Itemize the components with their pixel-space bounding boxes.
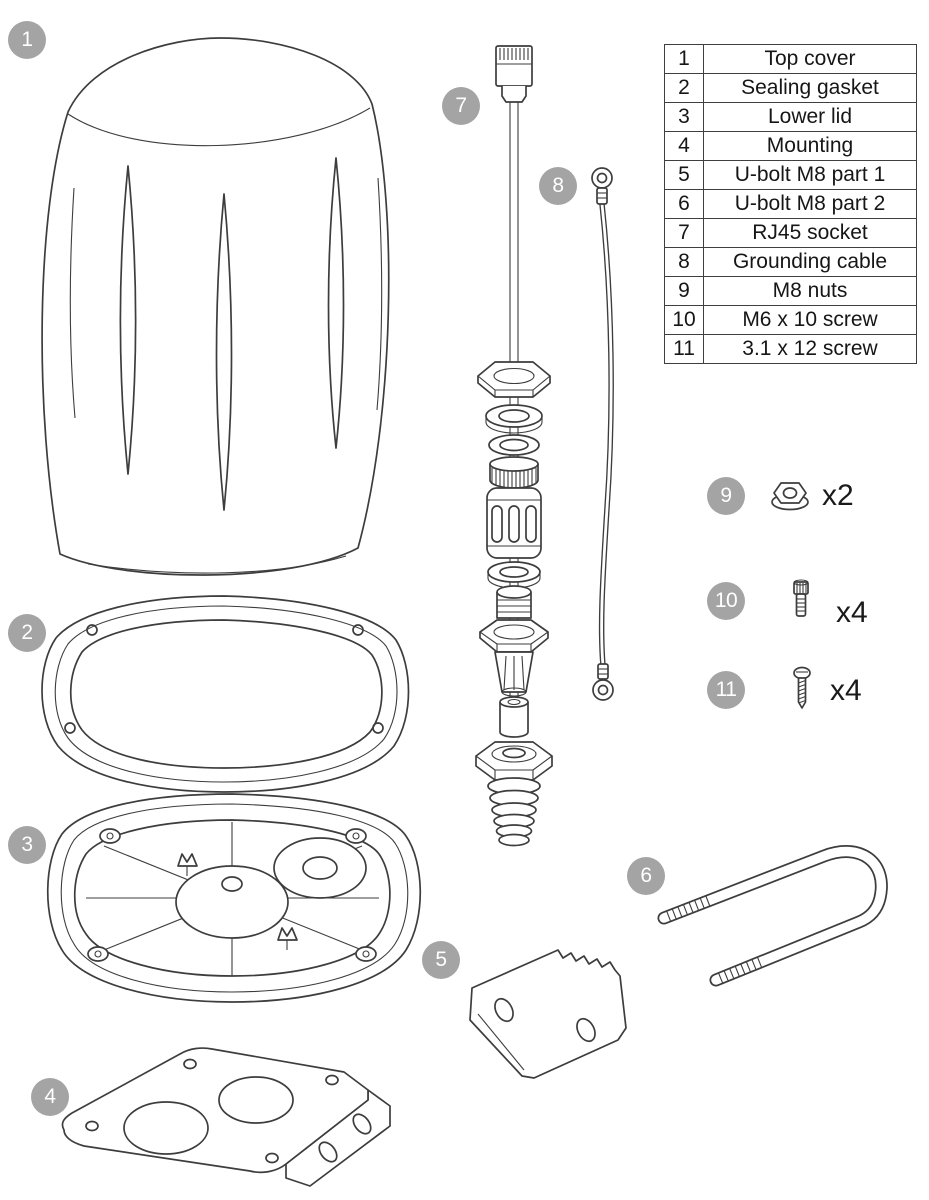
gland-body — [486, 487, 542, 559]
part-name: Sealing gasket — [703, 73, 917, 103]
part-number: 5 — [664, 160, 704, 190]
part-name: Mounting — [703, 131, 917, 161]
part-number: 2 — [664, 73, 704, 103]
pan-head-screw-icon — [793, 666, 811, 709]
washer — [485, 404, 543, 434]
callout-rj45-socket: 7 — [442, 87, 480, 125]
part-name: U-bolt M8 part 1 — [703, 160, 917, 190]
o-ring — [488, 434, 540, 456]
hose-gland — [475, 741, 553, 847]
part-number: 11 — [664, 334, 704, 364]
m8-nuts-quantity: x2 — [822, 479, 854, 512]
part-name: RJ45 socket — [703, 218, 917, 248]
hex-collar — [479, 619, 549, 653]
part-number: 10 — [664, 305, 704, 335]
sealing-gasket-drawing — [41, 595, 410, 793]
thread-hatching — [718, 957, 763, 984]
knurled-collar — [489, 456, 539, 489]
part-number: 6 — [664, 189, 704, 219]
m6-screw-quantity: x4 — [836, 596, 868, 629]
part-name: Top cover — [703, 44, 917, 74]
callout-small-screw: 11 — [707, 671, 745, 709]
part-name: 3.1 x 12 screw — [703, 334, 917, 364]
top-cover-drawing — [41, 37, 390, 576]
callout-sealing-gasket: 2 — [8, 614, 46, 652]
callout-grounding-cable: 8 — [539, 167, 577, 205]
part-name: Lower lid — [703, 102, 917, 132]
threaded-nipple — [496, 585, 532, 619]
grounding-cable-drawing — [591, 167, 614, 701]
u-bolt-drawing — [657, 845, 888, 987]
callout-m6-screw: 10 — [707, 582, 745, 620]
ring-terminal — [592, 679, 614, 701]
lower-lid-drawing — [46, 793, 422, 1003]
small-screw-quantity: x4 — [830, 674, 862, 707]
callout-u-bolt-part-1: 5 — [422, 941, 460, 979]
ring-terminal — [591, 167, 613, 189]
part-number: 1 — [664, 44, 704, 74]
socket-screw-icon — [793, 579, 809, 617]
callout-m8-nuts: 9 — [707, 477, 745, 515]
callout-lower-lid: 3 — [8, 826, 46, 864]
part-name: U-bolt M8 part 2 — [703, 189, 917, 219]
mounting-bracket-drawing — [61, 1047, 391, 1187]
part-number: 4 — [664, 131, 704, 161]
part-name: M6 x 10 screw — [703, 305, 917, 335]
clamp-bracket-drawing — [469, 949, 627, 1079]
part-name: Grounding cable — [703, 247, 917, 277]
part-number: 3 — [664, 102, 704, 132]
part-number: 9 — [664, 276, 704, 306]
rj45-plug — [495, 45, 533, 103]
rubber-grommet — [499, 696, 529, 738]
hex-flange-nut-icon — [771, 482, 809, 511]
washer — [487, 561, 541, 589]
part-number: 7 — [664, 218, 704, 248]
part-number: 8 — [664, 247, 704, 277]
thread-hatching — [666, 895, 711, 922]
callout-mounting: 4 — [31, 1078, 69, 1116]
rj45-cable-assembly-drawing — [475, 45, 553, 847]
lock-nut — [477, 361, 551, 398]
part-name: M8 nuts — [703, 276, 917, 306]
callout-top-cover: 1 — [8, 21, 46, 59]
callout-u-bolt-part-2: 6 — [627, 857, 665, 895]
clamping-fingers — [494, 651, 534, 697]
